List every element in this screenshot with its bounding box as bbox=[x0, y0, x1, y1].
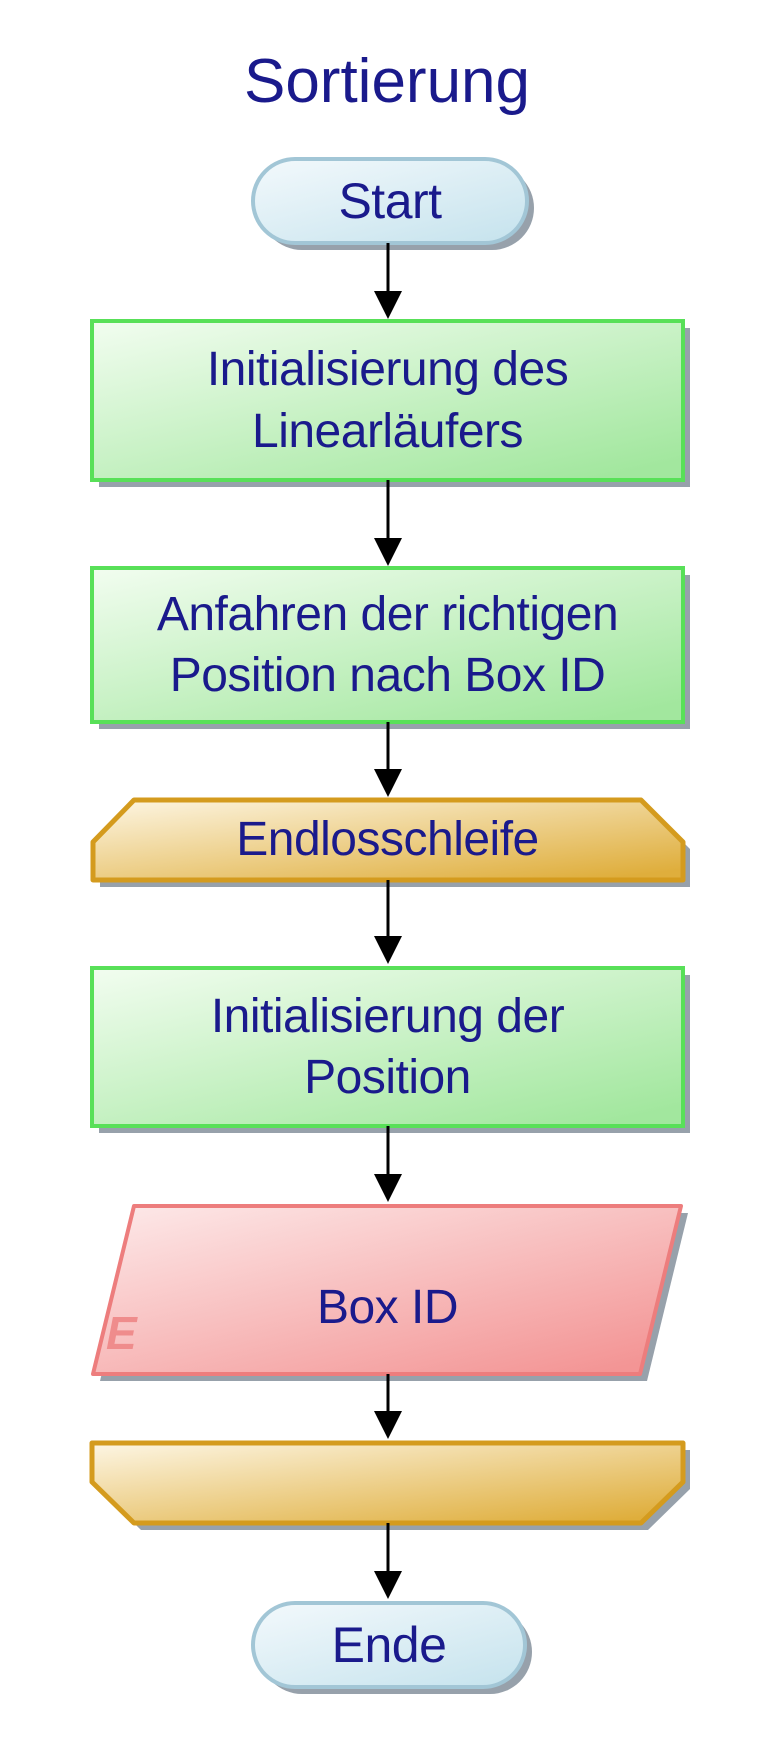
node-box-id-body bbox=[91, 1204, 683, 1376]
arrow-head bbox=[374, 1411, 402, 1439]
node-schleifen-ende-body bbox=[89, 1440, 686, 1526]
flow-arrow-5 bbox=[374, 1126, 402, 1202]
node-ende-body bbox=[251, 1601, 527, 1689]
node-start-body bbox=[251, 157, 529, 245]
node-start-shape bbox=[251, 157, 534, 250]
node-schleifen-ende-label bbox=[92, 1443, 683, 1523]
flow-arrow-4 bbox=[374, 880, 402, 964]
node-init-position-label: Initialisierung der Position bbox=[210, 989, 565, 1104]
node-anfahren-position-body bbox=[90, 566, 685, 724]
arrow-head bbox=[374, 936, 402, 964]
arrow-head bbox=[374, 769, 402, 797]
node-ende-shape bbox=[251, 1601, 532, 1694]
node-endlosschleife-shape bbox=[90, 797, 690, 887]
node-ende-label: Ende bbox=[331, 1617, 447, 1673]
flow-arrow-3 bbox=[374, 722, 402, 797]
arrow-head bbox=[374, 1174, 402, 1202]
node-box-id-annotation: E bbox=[106, 1307, 137, 1359]
arrow-head bbox=[374, 1571, 402, 1599]
arrow-head bbox=[374, 291, 402, 319]
node-anfahren-position-shape bbox=[90, 566, 690, 729]
node-anfahren-position-label: Anfahren der richtigen Position nach Box… bbox=[156, 587, 619, 702]
node-endlosschleife-label: Endlosschleife bbox=[236, 813, 539, 867]
diagram-title: Sortierung bbox=[243, 47, 531, 117]
flow-arrow-1 bbox=[374, 243, 402, 319]
node-schleifen-ende-shape bbox=[89, 1440, 690, 1530]
node-box-id-shape bbox=[91, 1204, 688, 1381]
node-init-linearlaeufer-label: Initialisierung des Linearläufers bbox=[206, 343, 569, 458]
node-start-label: Start bbox=[338, 173, 442, 229]
node-box-id-label: Box ID bbox=[316, 1281, 459, 1335]
flow-arrow-6 bbox=[374, 1374, 402, 1439]
node-endlosschleife-body bbox=[90, 797, 686, 883]
flow-arrow-7 bbox=[374, 1523, 402, 1599]
flow-arrow-2 bbox=[374, 480, 402, 566]
arrow-head bbox=[374, 538, 402, 566]
